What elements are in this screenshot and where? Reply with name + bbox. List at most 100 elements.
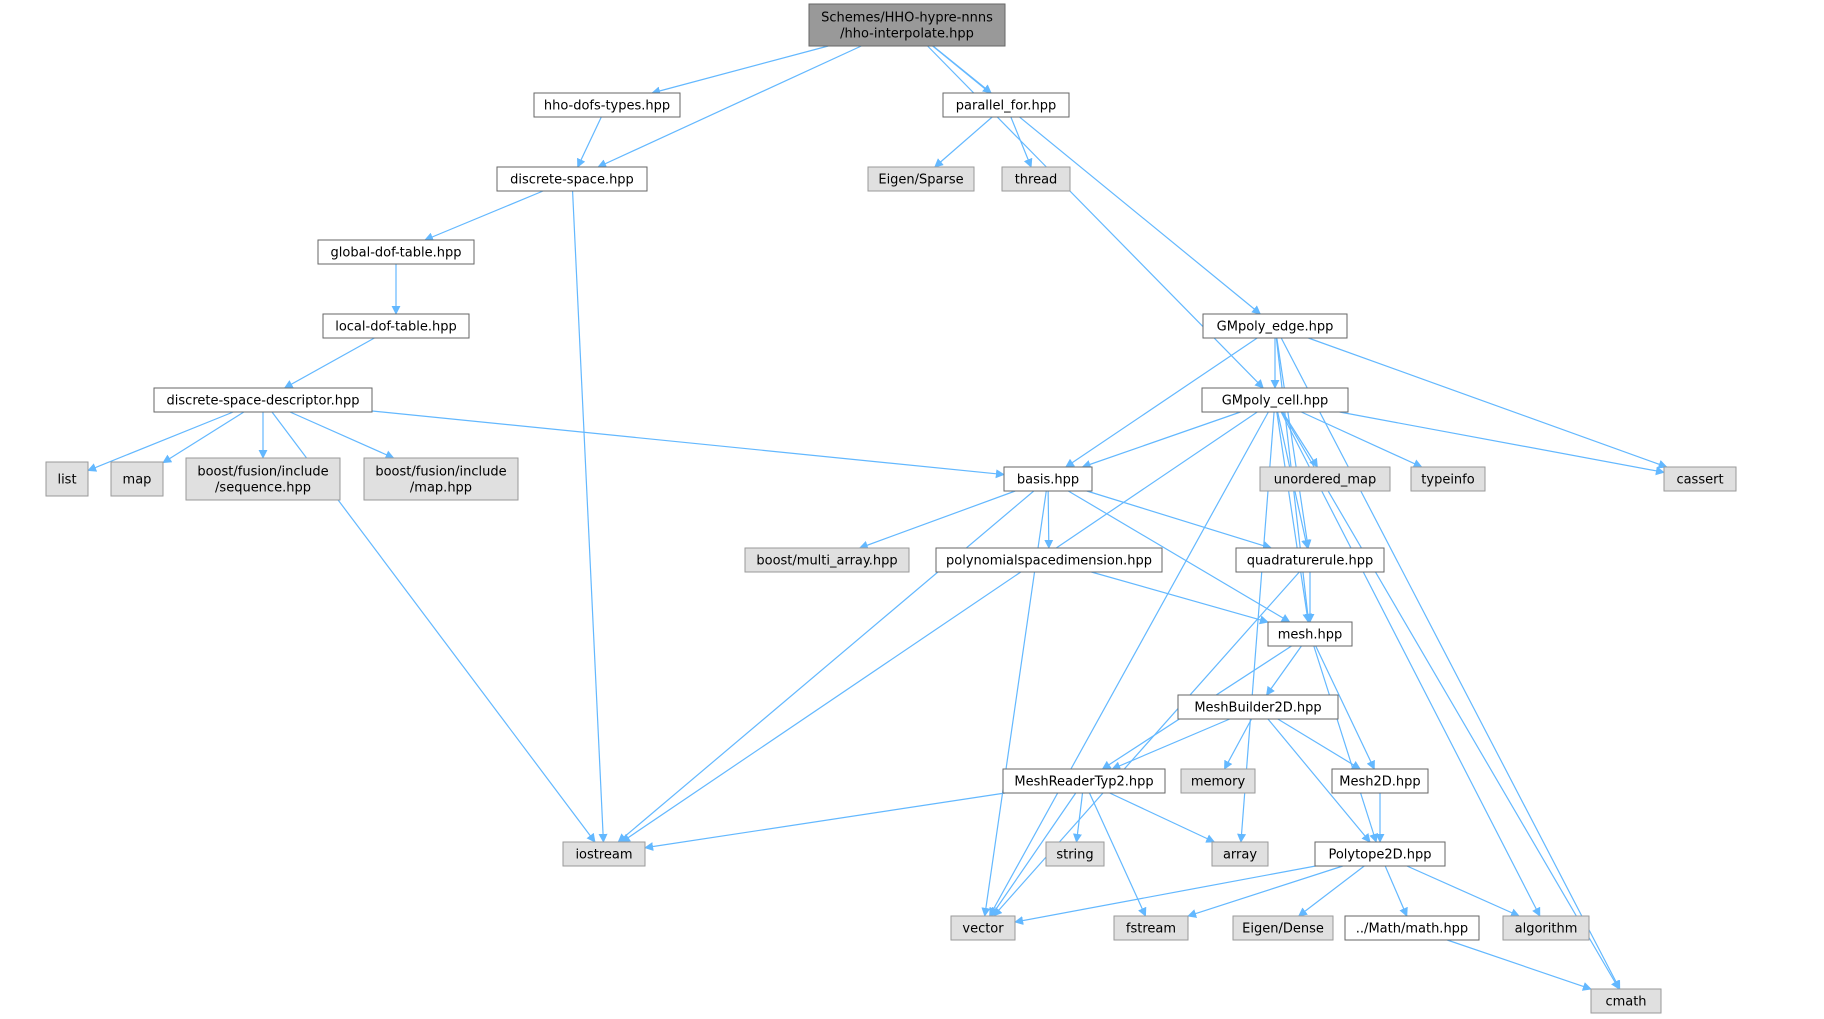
edge-gmcell-to-cmath — [1281, 411, 1620, 990]
edge-mrt2-to-iostream — [644, 792, 1006, 851]
node-box-dofs — [533, 92, 681, 118]
node-label-thread: thread — [1015, 173, 1058, 188]
node-memory: memory — [1180, 768, 1256, 794]
edge-dspace-to-iostream — [571, 190, 608, 843]
edge-parallel-to-eigensparse — [934, 116, 993, 168]
node-box-ldof — [322, 313, 470, 339]
node-label-eigendense: Eigen/Dense — [1242, 922, 1324, 937]
node-box-array — [1211, 841, 1269, 867]
edge-psd-to-mesh — [1091, 571, 1269, 625]
node-label-bseq: /sequence.hpp — [215, 481, 311, 496]
node-box-quad — [1235, 547, 1385, 573]
node-label-cassert: cassert — [1676, 473, 1723, 488]
edge-basis-to-quad — [1086, 490, 1273, 550]
node-eigendense: Eigen/Dense — [1232, 915, 1334, 941]
edge-mb2d-to-memory — [1223, 718, 1253, 770]
node-box-poly2d — [1314, 841, 1446, 867]
node-box-mrt2 — [1002, 768, 1166, 794]
node-box-memory — [1180, 768, 1256, 794]
edge-gmedge-to-basis — [1065, 337, 1258, 468]
node-iostream: iostream — [562, 841, 646, 867]
node-root[interactable]: Schemes/HHO-hypre-nnns/hho-interpolate.h… — [808, 3, 1006, 47]
edge-poly2d-to-algorithm — [1406, 865, 1520, 917]
node-box-parallel — [942, 92, 1070, 118]
edge-basis-to-bmulti — [858, 490, 1016, 550]
edge-root-to-dofs — [651, 45, 829, 96]
node-mrt2[interactable]: MeshReaderTyp2.hpp — [1002, 768, 1166, 794]
edge-dsd-to-list — [87, 411, 234, 472]
node-basis[interactable]: basis.hpp — [1003, 466, 1093, 492]
edge-gmedge-to-quad — [1276, 337, 1312, 549]
edge-basis-to-psd — [1044, 490, 1054, 549]
edge-mb2d-to-poly2d — [1267, 718, 1371, 843]
edge-root-to-dspace — [597, 45, 862, 168]
node-box-mesh2d — [1331, 768, 1429, 794]
node-ldof[interactable]: local-dof-table.hpp — [322, 313, 470, 339]
node-box-map — [110, 461, 164, 497]
node-gmedge[interactable]: GMpoly_edge.hpp — [1202, 313, 1348, 339]
node-mesh[interactable]: mesh.hpp — [1267, 621, 1353, 647]
node-mb2d[interactable]: MeshBuilder2D.hpp — [1177, 694, 1339, 720]
node-mesh2d[interactable]: Mesh2D.hpp — [1331, 768, 1429, 794]
node-umap: unordered_map — [1259, 466, 1391, 492]
edge-ldof-to-dsd — [283, 337, 375, 389]
node-gdof[interactable]: global-dof-table.hpp — [317, 239, 475, 265]
node-box-psd — [935, 547, 1163, 573]
edge-dofs-to-dspace — [577, 116, 602, 168]
node-gmcell[interactable]: GMpoly_cell.hpp — [1201, 387, 1349, 413]
node-math[interactable]: ../Math/math.hpp — [1344, 915, 1480, 941]
edge-quad-to-vector — [993, 571, 1300, 917]
node-parallel[interactable]: parallel_for.hpp — [942, 92, 1070, 118]
node-dspace[interactable]: discrete-space.hpp — [496, 166, 648, 192]
node-label-basis: basis.hpp — [1017, 473, 1079, 488]
edge-root-to-gmedge — [932, 45, 1262, 315]
edge-gmcell-to-typeinfo — [1301, 411, 1423, 468]
node-label-dofs: hho-dofs-types.hpp — [544, 99, 670, 114]
node-label-root: /hho-interpolate.hpp — [840, 27, 974, 42]
node-bmulti: boost/multi_array.hpp — [744, 547, 910, 573]
edge-poly2d-to-math — [1384, 865, 1408, 917]
node-label-bmap: boost/fusion/include — [375, 465, 506, 480]
node-label-bmap: /map.hpp — [410, 481, 472, 496]
edge-dspace-to-gdof — [424, 190, 544, 242]
edge-gmcell-to-umap — [1282, 411, 1318, 468]
edge-gmcell-to-cassert — [1339, 411, 1665, 476]
edge-mrt2-to-string — [1073, 792, 1084, 843]
edge-gmedge-to-cmath — [1280, 337, 1621, 990]
node-box-mesh — [1267, 621, 1353, 647]
node-box-bseq — [185, 457, 341, 501]
edge-mrt2-to-fstream — [1088, 792, 1147, 917]
node-bseq: boost/fusion/include/sequence.hpp — [185, 457, 341, 501]
node-label-root: Schemes/HHO-hypre-nnns — [821, 11, 993, 26]
edges-layer — [87, 45, 1668, 991]
edge-math-to-cmath — [1446, 939, 1592, 991]
node-dsd[interactable]: discrete-space-descriptor.hpp — [153, 387, 373, 413]
nodes-layer: Schemes/HHO-hypre-nnns/hho-interpolate.h… — [45, 3, 1737, 1014]
node-label-mrt2: MeshReaderTyp2.hpp — [1014, 775, 1153, 790]
node-label-gmedge: GMpoly_edge.hpp — [1217, 320, 1334, 335]
edge-basis-to-mesh — [1067, 490, 1291, 623]
node-fstream: fstream — [1113, 915, 1189, 941]
node-label-mesh2d: Mesh2D.hpp — [1339, 775, 1420, 790]
node-label-gdof: global-dof-table.hpp — [331, 246, 462, 261]
edge-mb2d-to-mesh2d — [1277, 718, 1361, 770]
node-box-dsd — [153, 387, 373, 413]
node-label-string: string — [1056, 848, 1093, 863]
node-dofs[interactable]: hho-dofs-types.hpp — [533, 92, 681, 118]
node-label-vector: vector — [962, 922, 1004, 937]
node-box-dspace — [496, 166, 648, 192]
edge-dsd-to-map — [162, 411, 245, 464]
node-label-psd: polynomialspacedimension.hpp — [946, 554, 1152, 569]
node-string: string — [1045, 841, 1105, 867]
node-cassert: cassert — [1663, 466, 1737, 492]
node-label-bseq: boost/fusion/include — [197, 465, 328, 480]
edge-basis-to-iostream — [617, 490, 1035, 843]
node-label-mb2d: MeshBuilder2D.hpp — [1194, 701, 1321, 716]
node-label-bmulti: boost/multi_array.hpp — [756, 554, 897, 569]
node-psd[interactable]: polynomialspacedimension.hpp — [935, 547, 1163, 573]
node-algorithm: algorithm — [1502, 915, 1590, 941]
edge-gmcell-to-iostream — [620, 411, 1258, 843]
edge-mrt2-to-vector — [990, 792, 1077, 917]
node-quad[interactable]: quadraturerule.hpp — [1235, 547, 1385, 573]
node-poly2d[interactable]: Polytope2D.hpp — [1314, 841, 1446, 867]
